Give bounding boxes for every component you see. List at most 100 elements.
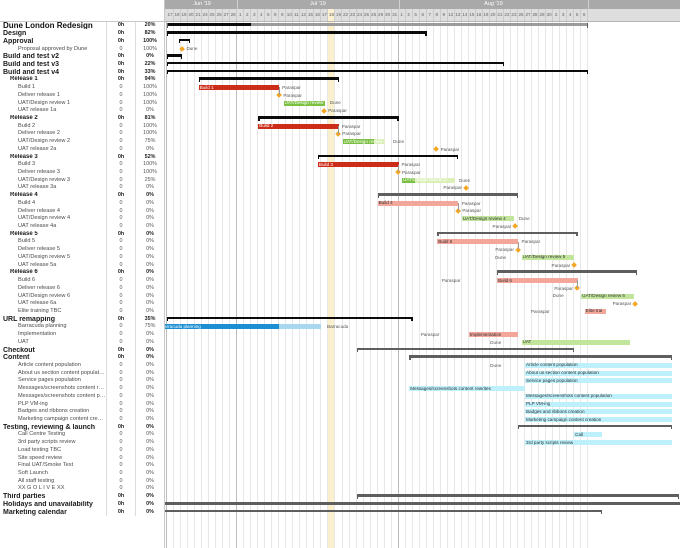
summary-bar[interactable]	[496, 270, 638, 275]
task-bar[interactable]: Service pages population	[525, 378, 673, 384]
task-bar[interactable]: Messages/screenshots content population	[525, 393, 673, 399]
task-bar[interactable]: Badges and ribbons creation	[525, 409, 673, 415]
task-bar[interactable]: UAT/Design review 2	[342, 139, 385, 145]
milestone-diamond[interactable]	[571, 262, 578, 269]
task-bar[interactable]: Marketing campaign content creation	[525, 417, 673, 423]
summary-bar[interactable]	[165, 509, 603, 515]
task-bar[interactable]: Build 1	[198, 85, 280, 91]
task-bar[interactable]: UAT/Design review 3	[402, 177, 455, 183]
summary-bar[interactable]	[165, 501, 680, 507]
task-bar[interactable]: Build 5	[437, 239, 518, 245]
summary-bar[interactable]	[437, 231, 578, 237]
task-bar[interactable]: Messages/screenshots content rewrites	[409, 386, 526, 392]
summary-bar[interactable]	[518, 424, 673, 430]
milestone-diamond[interactable]	[632, 300, 639, 307]
task-bar[interactable]: Build 3	[317, 162, 399, 168]
task-bar[interactable]: Build 4	[377, 200, 459, 206]
task-bar[interactable]: UAT/Design review 6	[581, 293, 634, 299]
summary-bar[interactable]	[356, 347, 575, 353]
milestone-diamond[interactable]	[321, 107, 328, 114]
summary-bar[interactable]	[377, 193, 518, 198]
task-bar[interactable]: Barracuda planning	[165, 324, 322, 330]
summary-bar[interactable]	[167, 69, 589, 75]
milestone-diamond[interactable]	[179, 45, 186, 52]
summary-bar[interactable]	[258, 115, 399, 121]
summary-bar[interactable]	[167, 316, 413, 322]
task-bar[interactable]: Call	[574, 432, 603, 438]
task-bar[interactable]: Article content population	[525, 362, 673, 368]
milestone-diamond[interactable]	[433, 146, 440, 153]
task-bar[interactable]: About us section content population	[525, 370, 673, 376]
task-bar[interactable]: PLP VM-ing	[525, 401, 673, 407]
task-bar[interactable]: Build 2	[258, 123, 339, 129]
task-bar[interactable]: 3rd party scripts review	[525, 440, 673, 446]
summary-bar[interactable]	[167, 31, 427, 36]
summary-bar[interactable]	[167, 61, 504, 67]
milestone-diamond[interactable]	[512, 223, 519, 230]
summary-bar[interactable]	[409, 355, 673, 360]
summary-bar[interactable]	[198, 77, 339, 82]
task-bar[interactable]: UAT/Design review 5	[521, 254, 575, 260]
task-bar[interactable]: Elite trai	[584, 308, 606, 314]
summary-bar[interactable]	[167, 23, 589, 28]
task-bar[interactable]: Implementation	[468, 332, 518, 338]
milestone-diamond[interactable]	[463, 184, 469, 191]
